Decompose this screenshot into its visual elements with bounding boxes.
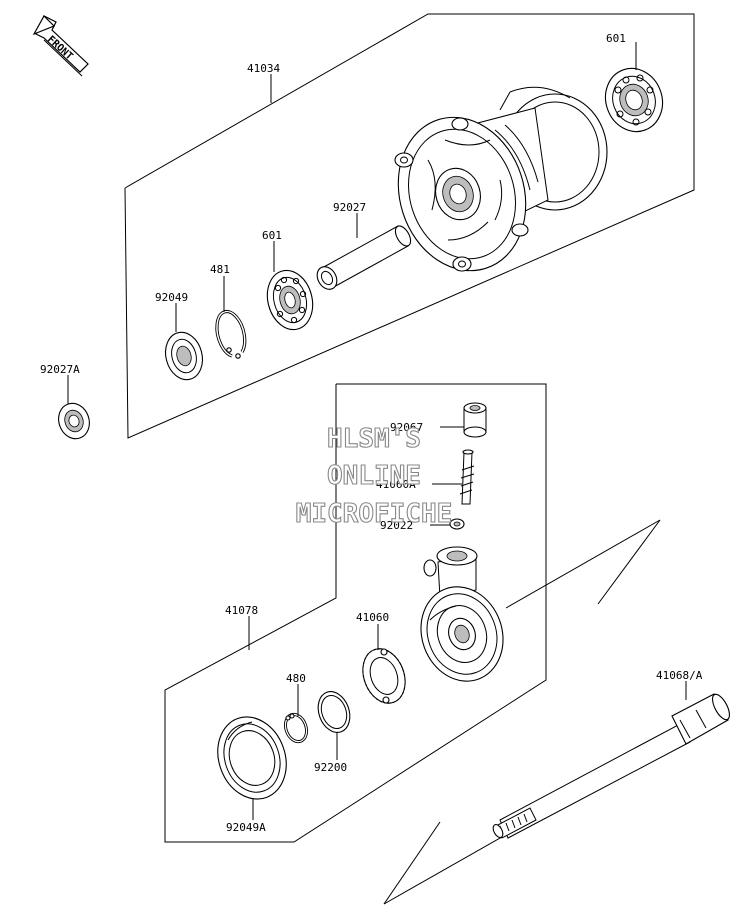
front-arrow-icon: FRONT xyxy=(32,15,89,77)
washer-92022 xyxy=(449,518,465,530)
seal-92049 xyxy=(164,331,204,381)
wheel-hub xyxy=(394,86,608,272)
bushing-92067 xyxy=(463,402,487,438)
leader-lines xyxy=(67,42,687,820)
watermark-line-2: ONLINE xyxy=(327,461,421,491)
callout-92027a: 92027A xyxy=(40,363,80,376)
axle-guide-upper xyxy=(505,519,661,609)
bearing-601-mid xyxy=(266,269,314,331)
watermark-line-1: HLSM'S xyxy=(327,424,421,454)
callout-41078: 41078 xyxy=(225,604,258,617)
callout-92067: 92067 xyxy=(390,421,423,434)
callout-92022: 92022 xyxy=(380,519,413,532)
callout-601-top: 601 xyxy=(606,32,626,45)
spacer-92027 xyxy=(316,225,412,290)
circlip-481 xyxy=(215,309,247,359)
callout-481: 481 xyxy=(210,263,230,276)
watermark-line-3: MICROFICHE xyxy=(296,499,453,529)
callout-labels: 41034 601 92027 601 481 92049 92027A 920… xyxy=(40,32,703,834)
callout-41060: 41060 xyxy=(356,611,389,624)
circlip-480 xyxy=(283,712,309,744)
callout-41068a: 41068/A xyxy=(656,669,703,682)
brake-panel xyxy=(420,546,504,682)
seal-92049a xyxy=(217,716,287,800)
callout-480: 480 xyxy=(286,672,306,685)
collar-92027a xyxy=(58,402,90,440)
o-ring-92200 xyxy=(317,691,351,733)
callout-92027: 92027 xyxy=(333,201,366,214)
axle-41068 xyxy=(492,693,730,839)
callout-92200: 92200 xyxy=(314,761,347,774)
drum-assembly-boundary xyxy=(164,383,547,843)
callout-92049a: 92049A xyxy=(226,821,266,834)
drive-gear-41060a xyxy=(459,449,475,505)
bearing-601-top xyxy=(604,67,664,133)
callout-41034: 41034 xyxy=(247,62,280,75)
hub-assembly-boundary xyxy=(124,13,695,439)
gear-ring-41060 xyxy=(362,648,406,704)
axle-guide-lower xyxy=(383,821,441,905)
callout-601-mid: 601 xyxy=(262,229,282,242)
watermark: HLSM'S ONLINE MICROFICHE xyxy=(295,423,453,529)
callout-41060a: 41060A xyxy=(376,478,416,491)
callout-92049: 92049 xyxy=(155,291,188,304)
